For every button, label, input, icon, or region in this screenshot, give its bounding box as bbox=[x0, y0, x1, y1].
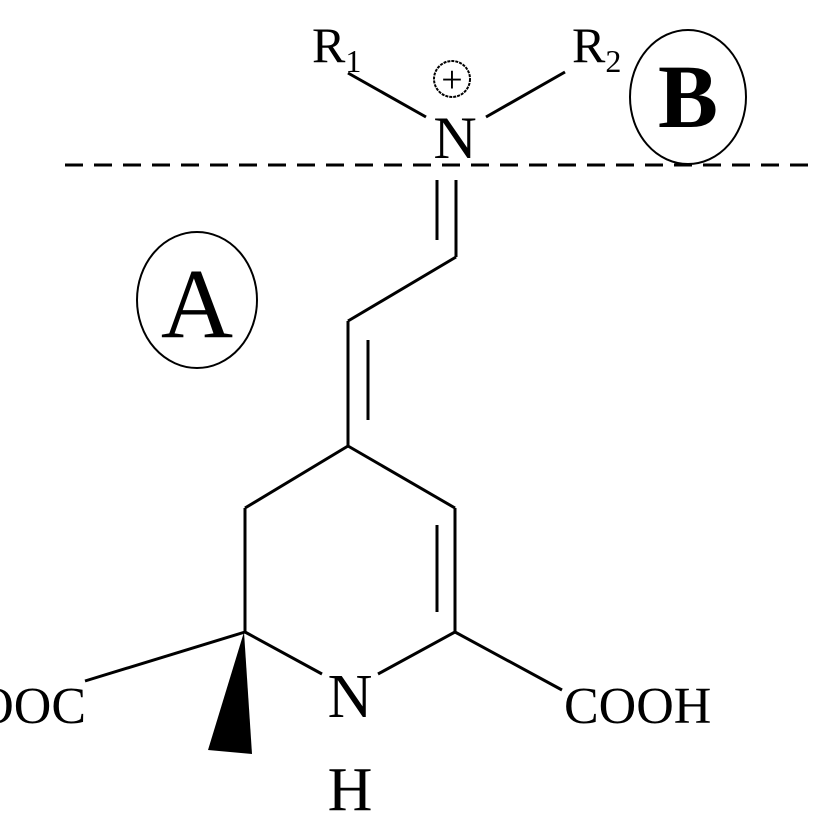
bond-r2-n bbox=[485, 70, 566, 119]
region-a-circle bbox=[136, 231, 258, 369]
region-a-label: A bbox=[161, 248, 233, 359]
left-carboxyl-group: HOOC bbox=[0, 678, 86, 735]
substituent-r1: R1 bbox=[312, 17, 361, 79]
bond-to-cooh bbox=[454, 630, 563, 692]
substituent-r2: R2 bbox=[572, 17, 621, 79]
iminium-nitrogen: N bbox=[433, 105, 476, 171]
region-b-circle bbox=[629, 29, 747, 165]
right-carboxyl-group: COOH bbox=[564, 678, 711, 735]
ring-bond-1 bbox=[244, 444, 349, 510]
ring-hydrogen: H bbox=[328, 756, 373, 820]
wedge-bond bbox=[208, 632, 252, 754]
charge-circle bbox=[433, 60, 471, 98]
charge-sign: + bbox=[441, 59, 462, 101]
bond-chain bbox=[347, 255, 457, 323]
ring-bond-3 bbox=[244, 630, 323, 676]
ring-bond-4 bbox=[347, 444, 456, 510]
bond-to-hooc bbox=[84, 630, 246, 683]
ring-bond-6 bbox=[377, 630, 456, 676]
region-b-label: B bbox=[658, 48, 718, 147]
bond-r1-n bbox=[347, 71, 427, 119]
ring-nitrogen: N bbox=[328, 663, 373, 731]
